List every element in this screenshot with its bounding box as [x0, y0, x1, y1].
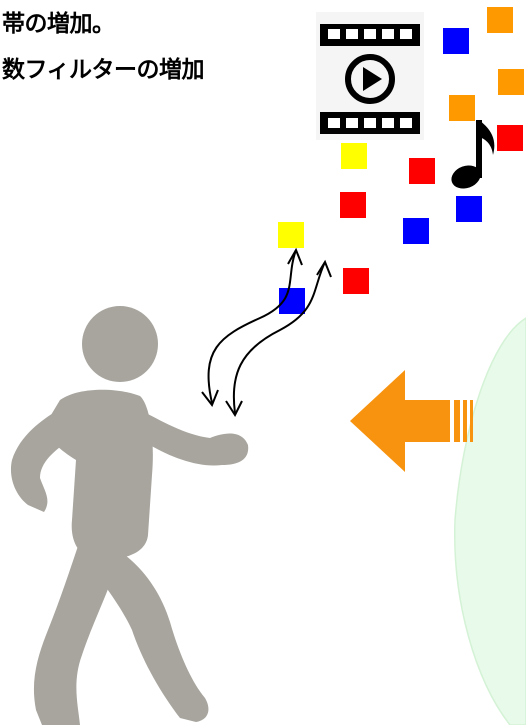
- left-arrow-icon: [350, 370, 480, 472]
- walking-person-icon: [0, 300, 260, 725]
